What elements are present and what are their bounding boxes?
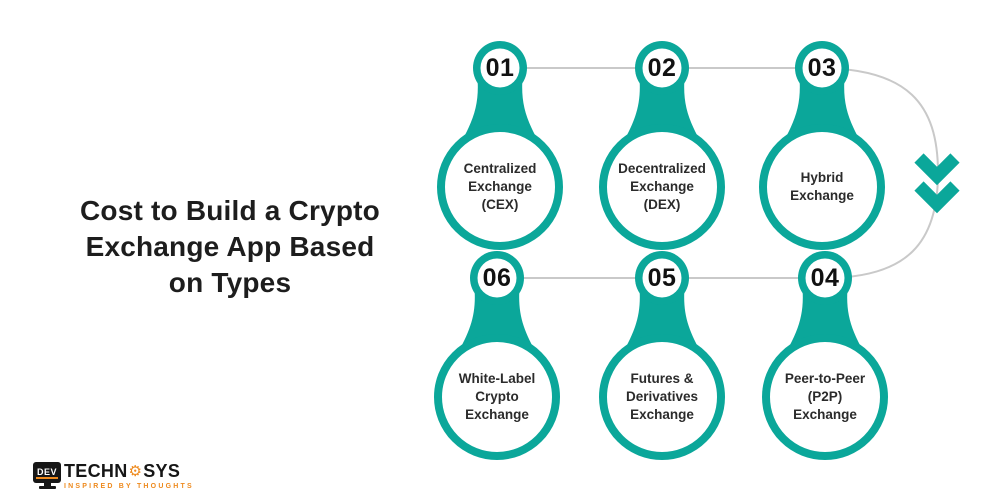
logo-tagline: INSPIRED BY THOUGHTS bbox=[64, 483, 194, 490]
node-number: 03 bbox=[807, 54, 837, 82]
logo-monitor-icon: DEV bbox=[33, 462, 61, 489]
node-pin-05: 05 Futures & Derivatives Exchange bbox=[597, 250, 727, 464]
pin-shape-icon bbox=[434, 251, 560, 460]
page-title: Cost to Build a Crypto Exchange App Base… bbox=[80, 195, 380, 298]
node-label: Decentralized Exchange (DEX) bbox=[618, 161, 706, 212]
node-pin-02: 02 Decentralized Exchange (DEX) bbox=[597, 40, 727, 254]
devtechnosys-logo: DEV TECHN ⚙ SYS INSPIRED BY THOUGHTS bbox=[33, 462, 194, 490]
logo-name-right: SYS bbox=[143, 461, 181, 481]
node-label: Hybrid Exchange bbox=[790, 170, 854, 203]
node-pin-03: 03 Hybrid Exchange bbox=[757, 40, 887, 254]
node-number: 06 bbox=[482, 264, 512, 292]
node-number: 05 bbox=[647, 264, 677, 292]
logo-wordmark: TECHN ⚙ SYS bbox=[64, 462, 194, 481]
logo-name-left: TECHN bbox=[64, 461, 128, 481]
pin-shape-icon bbox=[599, 251, 725, 460]
pin-shape-icon bbox=[762, 251, 888, 460]
node-pin-01: 01 Centralized Exchange (CEX) bbox=[435, 40, 565, 254]
node-number: 04 bbox=[810, 264, 840, 292]
node-label: Centralized Exchange (CEX) bbox=[463, 161, 537, 212]
node-pin-06: 06 White-Label Crypto Exchange bbox=[432, 250, 562, 464]
pin-shape-icon bbox=[759, 41, 885, 250]
node-label: Peer-to-Peer (P2P) Exchange bbox=[784, 371, 866, 422]
node-number: 02 bbox=[647, 54, 677, 82]
pin-shape-icon bbox=[437, 41, 563, 250]
monitor-stand bbox=[43, 483, 51, 486]
node-number: 01 bbox=[485, 54, 515, 82]
node-pin-04: 04 Peer-to-Peer (P2P) Exchange bbox=[760, 250, 890, 464]
logo-monitor-text: DEV bbox=[35, 466, 58, 479]
node-label: Futures & Derivatives Exchange bbox=[625, 371, 699, 422]
gear-icon: ⚙ bbox=[128, 462, 143, 480]
monitor-base bbox=[38, 486, 56, 489]
pin-shape-icon bbox=[599, 41, 725, 250]
node-label: White-Label Crypto Exchange bbox=[458, 371, 536, 422]
double-chevron-down-icon bbox=[914, 153, 960, 214]
